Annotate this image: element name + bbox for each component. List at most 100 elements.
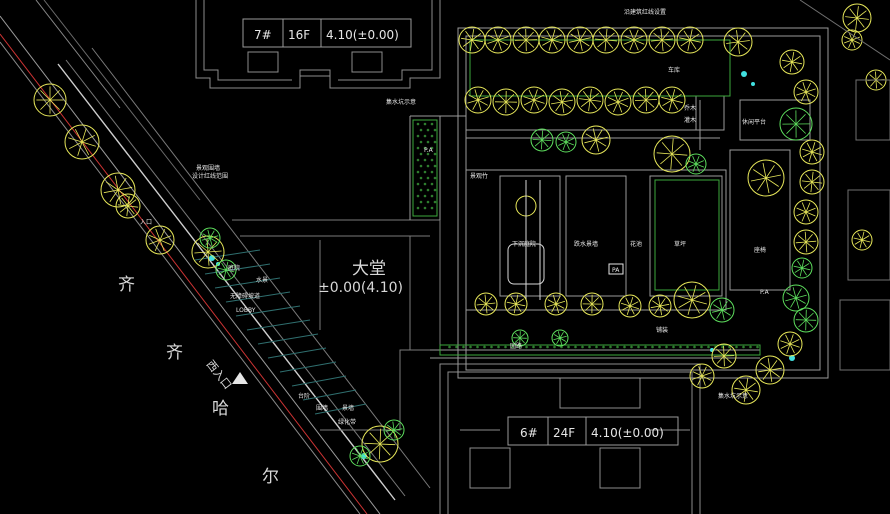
label-top-edge: 沿建筑红线设置 [624,8,666,16]
shrub-dot [693,345,696,349]
shrub-dot [525,345,528,349]
label-pa-2: P.A [760,289,770,296]
tree-icon [711,343,737,369]
street-char-1: 齐 [118,275,135,295]
shrub-dot [426,188,430,192]
tree-icon [592,26,620,54]
right-building-fragments [799,0,890,371]
tree-icon [709,297,735,323]
building-tag-7: 7# 16F 4.10(±0.00) [242,18,412,48]
label-seat: 座椅 [754,246,766,254]
lobby-title: 大堂 [352,259,386,279]
tree-icon [793,79,819,105]
shrub-dot [430,170,434,174]
shrub-dot [430,134,434,138]
tree-icon [618,294,642,318]
shrub-dot [416,194,420,198]
label-pool-area: 下沉庭院 [512,240,536,248]
street-paving-hatch [194,249,367,415]
tree-icon [755,355,785,385]
street-band [0,0,431,514]
shrub-dot [504,345,507,349]
shrub-dot [430,122,434,126]
label-water: 水景 [256,276,268,284]
shrub-dot [462,345,465,349]
shrub-dot [497,345,500,349]
shrub-dot [553,345,556,349]
tree-icon [673,281,711,319]
tree-icon [33,83,67,117]
tree-icon [842,3,872,33]
building-6-elevation: 4.10(±0.00) [591,426,664,440]
label-flower-bed: 花池 [630,240,642,248]
shrub-dot [423,206,427,210]
shrub-dot [574,345,577,349]
entrance-arrow-icon [232,372,248,384]
shrub-dot [430,206,434,210]
shrub-dot [416,206,420,210]
building-6-floors: 24F [553,426,575,440]
shrub-dot [672,345,675,349]
label-pa-1: P.A [424,147,434,154]
tree-icon [782,284,810,312]
shrub-dot [419,200,423,204]
shrub-dot [433,200,437,204]
tree-icon [511,329,529,347]
street-name: 齐 齐 哈 尔 [118,275,279,487]
tree-icon [793,229,819,255]
tree-icon [464,86,492,114]
label-path: 园路 [510,342,522,350]
label-ramp: 无障碍坡道 [230,292,260,300]
label-wall: 景墙 [342,404,354,412]
tree-icon [145,225,175,255]
shrub-dot [630,345,633,349]
shrub-dot [433,128,437,132]
shrub-dot [426,128,430,132]
shrub-dot [749,345,752,349]
shrub-dot [658,345,661,349]
tree-icon [580,292,604,316]
courtyard-walls [409,27,829,379]
shrub-dot [546,345,549,349]
label-parking: 车库 [668,66,680,74]
shrub-dot [426,200,430,204]
label-sump-bottom: 集水坑示意 [718,392,748,400]
street-char-3: 哈 [212,399,229,419]
building-7-floors: 16F [288,28,310,42]
shrub-dot [433,152,437,156]
label-tree: 乔木 [684,104,696,112]
shrub-dot [430,194,434,198]
tree-icon [581,125,611,155]
shrub-dot [423,182,427,186]
label-plaza: 铺装 [656,326,668,334]
tree-icon [361,425,399,463]
tree-icon [791,257,813,279]
tree-icon [512,26,540,54]
shrub-dot [448,345,451,349]
shrub-dot [419,188,423,192]
tree-icon [799,139,825,165]
west-entrance-marker: 西入口 [204,358,248,392]
label-lift: LOBBY [236,307,256,314]
shrub-dot [665,345,668,349]
tree-icon [474,292,498,316]
label-bay: 入口 [140,219,152,226]
shrub-dot [539,345,542,349]
shrub-dot [416,146,420,150]
shrub-dot [637,345,640,349]
shrub-dot [430,146,434,150]
shrub-dot [423,158,427,162]
shrub-dot [426,152,430,156]
water-features [209,71,795,459]
tree-icon [747,159,785,197]
shrub-dot [735,345,738,349]
shrub-dot [419,152,423,156]
shrub-dot [707,345,710,349]
shrub-dot [609,345,612,349]
label-deck: 休闲平台 [742,118,766,126]
tree-icon [799,169,825,195]
tree-icon [115,193,141,219]
tree-icon [551,329,569,347]
